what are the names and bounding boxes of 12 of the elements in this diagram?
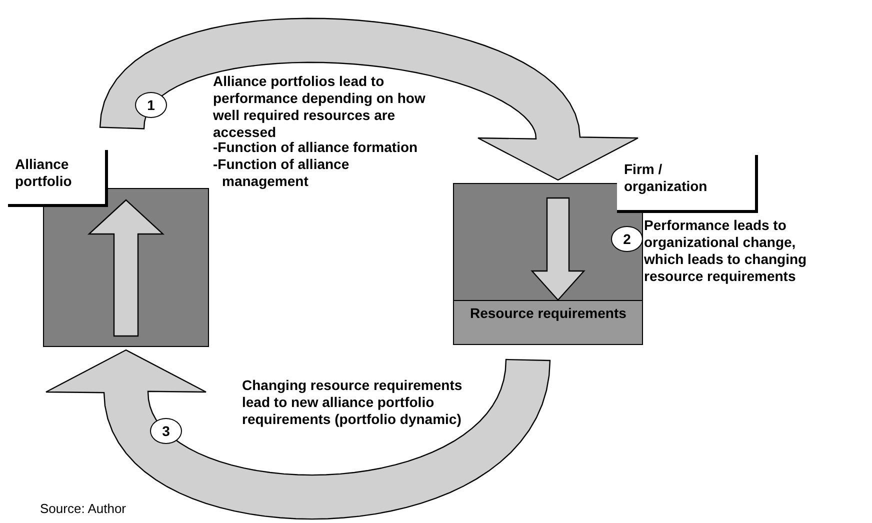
curved-arrow	[45, 349, 551, 520]
box-heading: Alliance portfolio	[8, 150, 108, 207]
process-band	[453, 300, 643, 345]
box-heading: Firm / organization	[617, 155, 758, 213]
bullet-text: -Function of alliance management	[213, 156, 350, 190]
description-text: Alliance portfolios lead to performance depending on how well required resources are accessed	[213, 73, 426, 141]
bullet-text: -Function of alliance formation	[213, 139, 419, 156]
caption: Source: Author	[40, 501, 126, 516]
band-label: Resource requirements	[470, 305, 626, 321]
curved-arrow	[99, 18, 639, 181]
description-text: Performance leads to organizational change, which leads to changing resource requirements	[644, 217, 808, 285]
description-text: Changing resource requirements lead to new alliance portfolio requirements (portfolio dynamic)	[242, 377, 464, 428]
